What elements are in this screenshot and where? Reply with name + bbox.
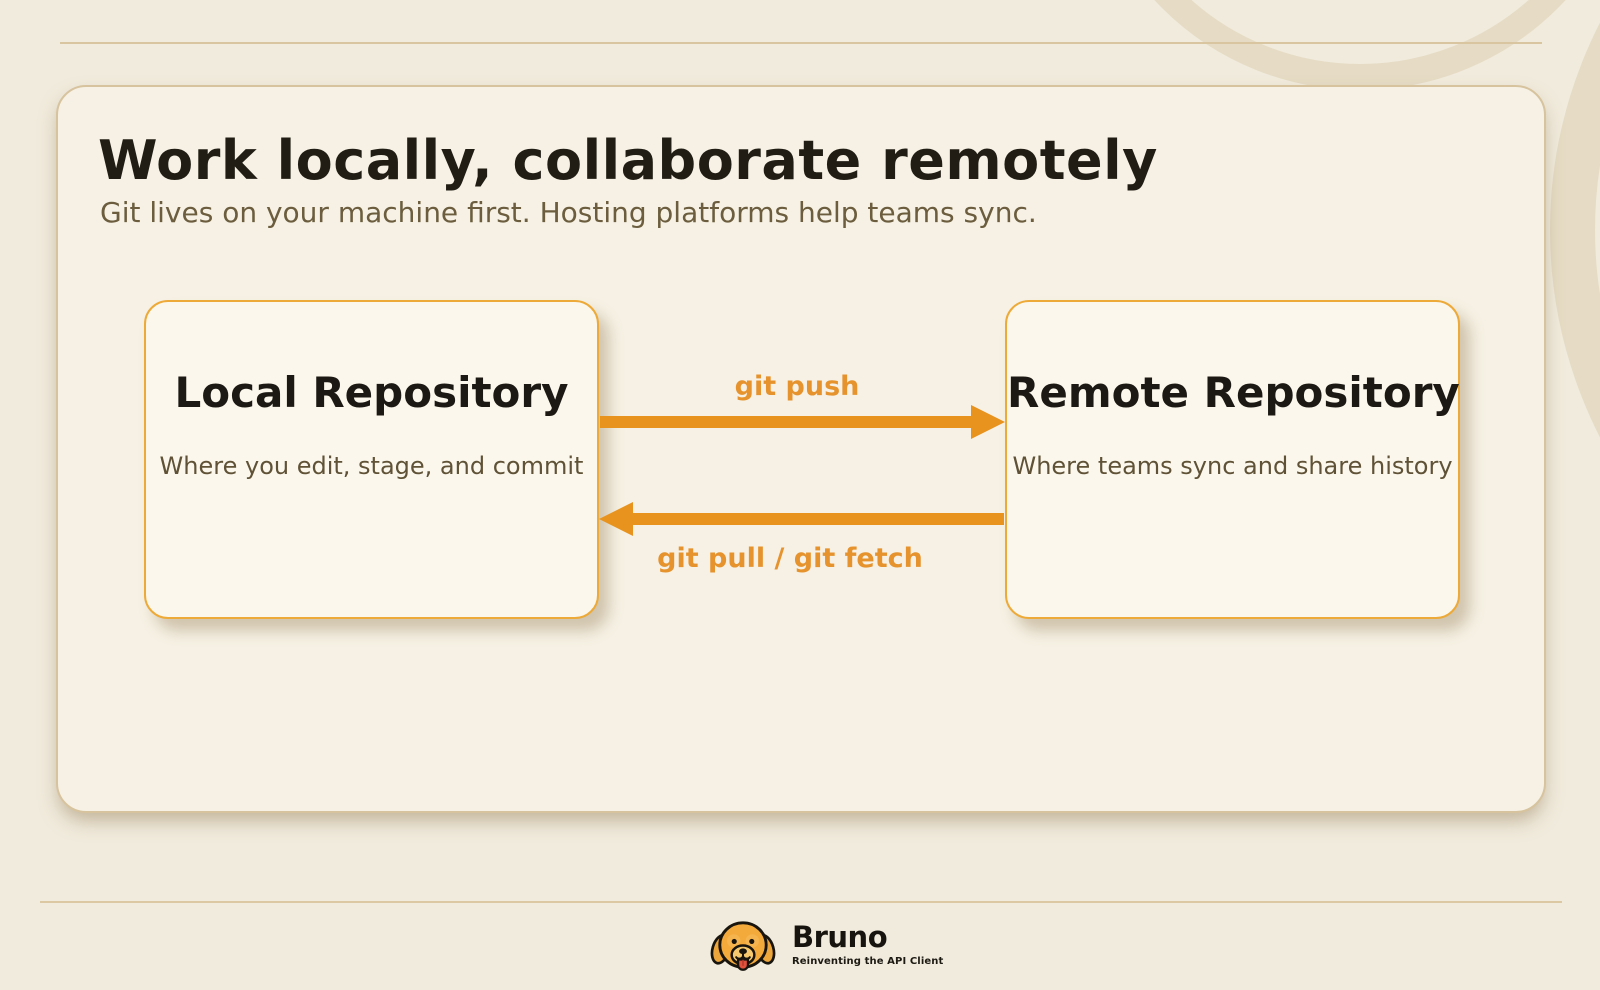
brand-text-block: Bruno Reinventing the API Client	[792, 911, 944, 968]
local-repository-title: Local Repository	[174, 368, 569, 417]
content-card: Work locally, collaborate remotely Git l…	[56, 85, 1546, 813]
remote-repository-description: Where teams sync and share history	[1012, 452, 1453, 480]
pull-arrowhead-icon	[599, 502, 633, 536]
brand-name: Bruno	[792, 920, 888, 954]
local-repository-description: Where you edit, stage, and commit	[159, 452, 584, 480]
git-push-label: git push	[734, 371, 860, 402]
brand-tagline: Reinventing the API Client	[792, 956, 944, 968]
dog-face-icon	[710, 921, 776, 971]
remote-repository-box: Remote Repository Where teams sync and s…	[1005, 300, 1460, 619]
footer-brand: Bruno Reinventing the API Client	[710, 911, 943, 979]
page-subtitle: Git lives on your machine first. Hosting…	[100, 196, 1037, 229]
push-arrowhead-icon	[971, 405, 1005, 439]
page-title: Work locally, collaborate remotely	[98, 129, 1158, 192]
push-arrow	[600, 416, 971, 428]
footer-divider	[40, 901, 1562, 903]
pull-arrow	[633, 513, 1004, 525]
decorative-ring-icon	[1080, 0, 1600, 90]
top-divider	[60, 42, 1542, 44]
git-pull-label: git pull / git fetch	[657, 543, 923, 574]
decorative-ring-icon	[1550, 0, 1600, 685]
local-repository-box: Local Repository Where you edit, stage, …	[144, 300, 599, 619]
remote-repository-title: Remote Repository	[1007, 368, 1460, 417]
